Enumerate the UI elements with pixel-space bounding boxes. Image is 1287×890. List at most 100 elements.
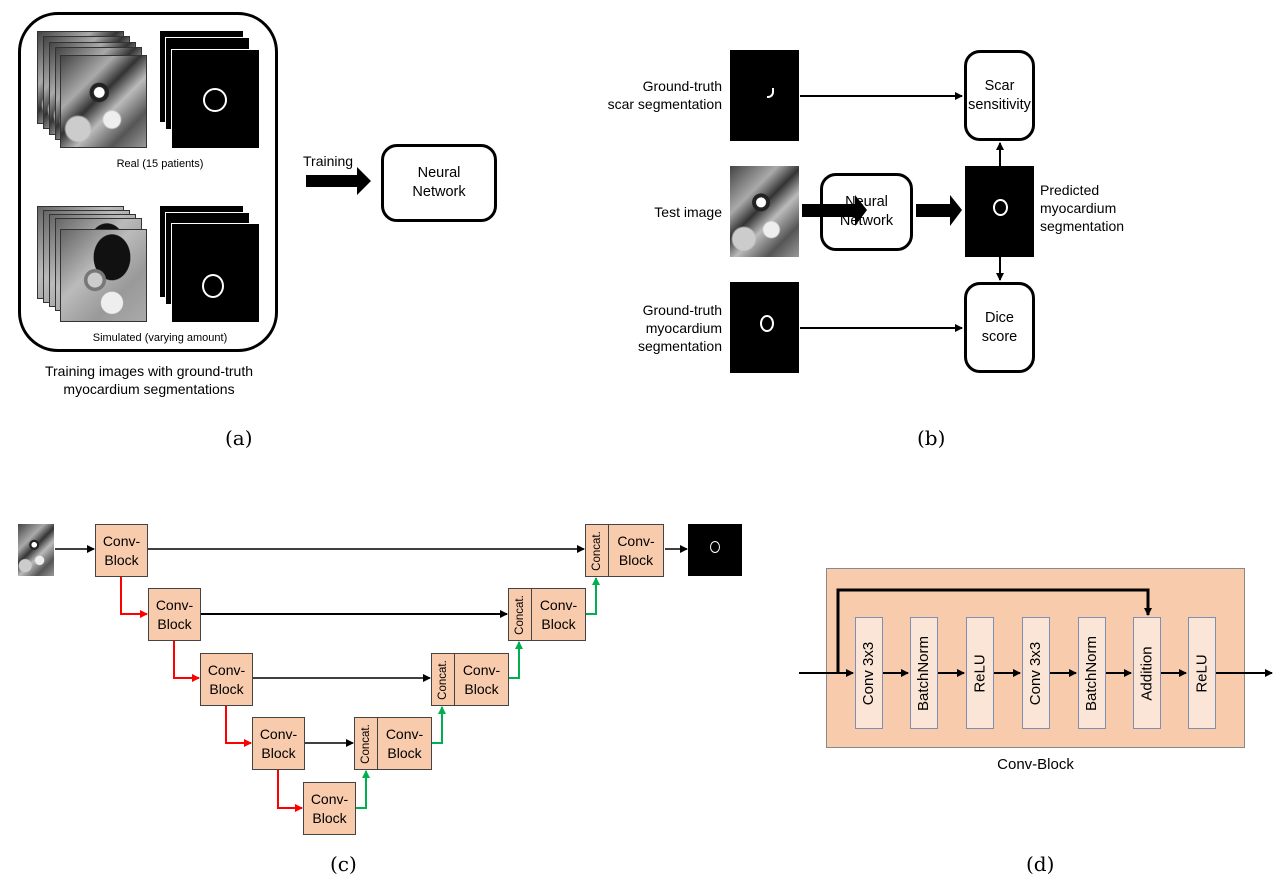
encoder-block-2: Conv- Block (148, 588, 201, 641)
concat-cell: Concat. (432, 654, 455, 705)
dice-line2: score (981, 328, 1018, 345)
layer-label: Conv 3x3 (1027, 641, 1045, 705)
concat-label: Concat. (514, 594, 527, 635)
decoder-block-3: Concat. Conv- Block (431, 653, 509, 706)
nn-a-line2: Network (412, 184, 466, 200)
downsample-arrow-1 (120, 577, 148, 618)
downsample-arrow-2 (173, 641, 200, 682)
upsample-arrow-2 (432, 706, 446, 744)
layer-relu-2: ReLU (1188, 617, 1216, 729)
layer-conv3x3-2: Conv 3x3 (1022, 617, 1050, 729)
concat-cell: Concat. (586, 525, 609, 576)
encoder-block-1: Conv- Block (95, 524, 148, 577)
nn-b-line1: Neural (845, 194, 888, 210)
group-caption-line2: myocardium segmentations (63, 381, 235, 397)
block-line2: Block (312, 809, 347, 826)
block-line2: Block (104, 551, 139, 568)
block-line2: Block (464, 680, 499, 697)
layer-addition: Addition (1133, 617, 1161, 729)
test-image-label: Test image (654, 204, 722, 220)
myo-gt-line3: segmentation (637, 338, 722, 354)
concat-label: Concat. (360, 723, 373, 764)
caption-c: (c) (330, 852, 357, 876)
myo-gt-line2: myocardium (645, 320, 722, 336)
training-images-group (18, 12, 278, 352)
scar-gt-image (730, 50, 799, 141)
block-line1: Conv- (310, 790, 349, 807)
network-to-prediction-arrow-icon (916, 195, 962, 226)
layer-batchnorm-1: BatchNorm (910, 617, 938, 729)
scar-gt-line1: Ground-truth (642, 78, 722, 94)
layer-conv3x3-1: Conv 3x3 (855, 617, 883, 729)
concat-label: Concat. (437, 659, 450, 700)
nn-a-line1: Neural (417, 165, 461, 181)
block-line1: Conv- (385, 725, 424, 742)
dice-score-box: Dice score (964, 282, 1035, 373)
dice-line1: Dice (984, 309, 1014, 326)
caption-a: (a) (225, 426, 253, 450)
test-image (730, 166, 799, 257)
block-line1: Conv- (259, 725, 298, 742)
concat-cell: Concat. (355, 718, 378, 769)
concat-label: Concat. (591, 530, 604, 571)
predicted-label: Predicted myocardium segmentation (1040, 181, 1170, 235)
bottleneck-block: Conv- Block (303, 782, 356, 835)
myo-gt-line1: Ground-truth (642, 302, 722, 318)
pred-line1: Predicted (1040, 182, 1100, 198)
myo-gt-label: Ground-truth myocardium segmentation (600, 301, 722, 355)
block-line1: Conv- (102, 532, 141, 549)
unet-output-image (688, 524, 742, 576)
block-line2: Block (618, 551, 654, 568)
block-line2: Block (387, 744, 422, 761)
layer-label: BatchNorm (915, 635, 933, 711)
layer-label: ReLU (1193, 653, 1211, 693)
pred-line3: segmentation (1040, 218, 1125, 234)
encoder-block-3: Conv- Block (200, 653, 253, 706)
downsample-arrow-4 (277, 770, 303, 812)
caption-d: (d) (1026, 852, 1055, 876)
upsample-arrow-3 (509, 641, 523, 679)
scar-gt-line2: scar segmentation (607, 96, 722, 112)
predicted-segmentation-image (965, 166, 1034, 257)
block-line2: Block (541, 615, 576, 632)
scar-gt-label: Ground-truth scar segmentation (600, 77, 722, 113)
upsample-arrow-4 (586, 577, 600, 615)
block-line1: Conv- (617, 532, 655, 549)
block-line2: Block (209, 680, 244, 697)
training-arrow-label: Training (303, 153, 354, 169)
block-line1: Conv- (462, 661, 501, 678)
block-line1: Conv- (207, 661, 246, 678)
decoder-block-4: Concat. Conv- Block (354, 717, 432, 770)
layer-label: Addition (1138, 645, 1156, 701)
layer-relu-1: ReLU (966, 617, 994, 729)
group-caption: Training images with ground-truth myocar… (20, 362, 278, 398)
scar-sensitivity-box: Scar sensitivity (964, 50, 1035, 141)
pred-line2: myocardium (1040, 200, 1117, 216)
conv-block-title: Conv-Block (997, 756, 1074, 773)
upsample-arrow-1 (356, 770, 370, 809)
myo-gt-image (730, 282, 799, 373)
real-label: Real (15 patients) (116, 158, 204, 170)
block-line1: Conv- (155, 596, 194, 613)
layer-label: BatchNorm (1083, 635, 1101, 711)
decoder-block-1: Concat. Conv- Block (585, 524, 664, 577)
layer-label: ReLU (971, 653, 989, 693)
decoder-block-2: Concat. Conv- Block (508, 588, 586, 641)
encoder-block-4: Conv- Block (252, 717, 305, 770)
group-caption-line1: Training images with ground-truth (44, 363, 254, 379)
block-line1: Conv- (539, 596, 578, 613)
scar-sens-line1: Scar (984, 77, 1015, 94)
unet-input-image (18, 524, 54, 576)
scar-sens-line2: sensitivity (968, 96, 1031, 113)
simulated-label: Simulated (varying amount) (92, 332, 228, 344)
training-arrow-icon (306, 167, 371, 195)
concat-cell: Concat. (509, 589, 532, 640)
layer-label: Conv 3x3 (860, 641, 878, 705)
nn-b-line2: Network (839, 213, 894, 229)
block-line2: Block (261, 744, 296, 761)
layer-batchnorm-2: BatchNorm (1078, 617, 1106, 729)
block-line2: Block (157, 615, 192, 632)
downsample-arrow-3 (225, 706, 252, 747)
